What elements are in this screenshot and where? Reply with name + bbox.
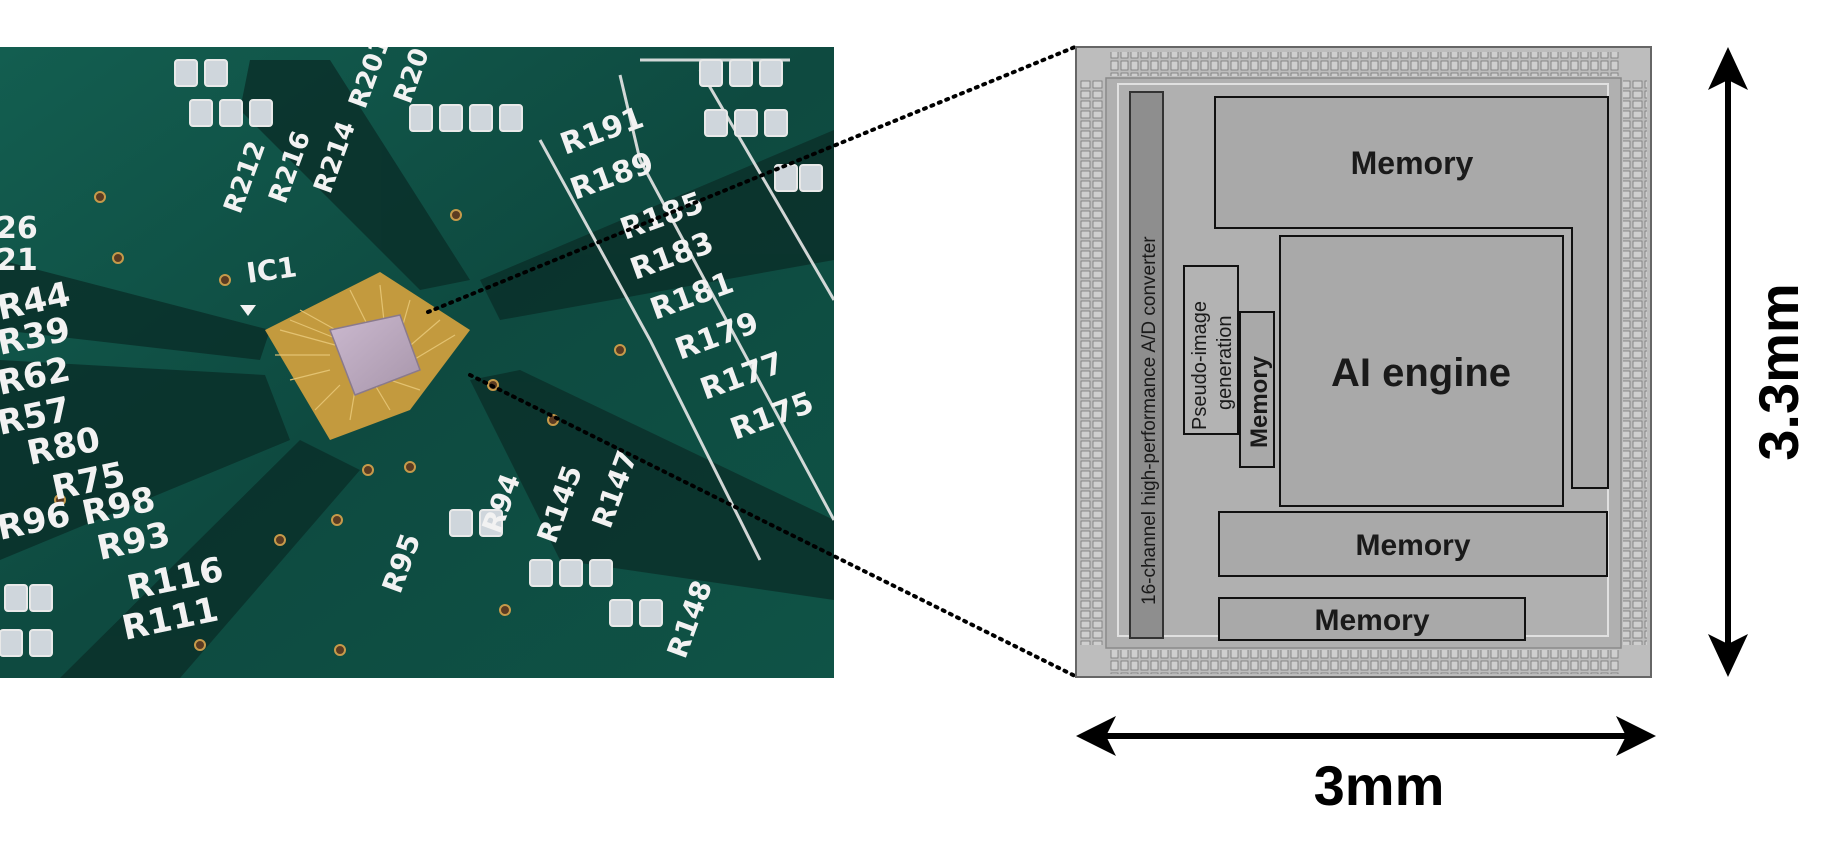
arrowhead-left-icon bbox=[1076, 716, 1116, 756]
ic-package bbox=[265, 272, 470, 440]
pad-ring-bottom bbox=[1110, 650, 1620, 674]
pcb-photo: IC1 R212 R216 R214 R201 R20 R191 R189 R1… bbox=[0, 47, 834, 678]
generation-label: generation bbox=[1214, 315, 1236, 410]
pcb-pads bbox=[0, 59, 823, 657]
pcb-traces bbox=[0, 60, 834, 678]
ai-engine-block bbox=[1279, 235, 1564, 507]
width-label: 3mm bbox=[1314, 754, 1445, 817]
designator-label: 26 bbox=[0, 211, 38, 246]
arrowhead-up-icon bbox=[1708, 47, 1748, 90]
memory-top-label: Memory bbox=[1351, 145, 1474, 181]
pad-ring-right bbox=[1623, 80, 1647, 645]
designator-label: IC1 bbox=[244, 250, 299, 290]
die-layout: 16-channel high-performance A/D converte… bbox=[1075, 46, 1652, 678]
arrowhead-right-icon bbox=[1616, 716, 1656, 756]
height-dimension: 3.3mm bbox=[1708, 47, 1810, 677]
memory-mid-block bbox=[1218, 511, 1608, 577]
memory-small-label: Memory bbox=[1246, 355, 1273, 448]
adc-block bbox=[1129, 91, 1164, 639]
memory-small-block bbox=[1239, 311, 1275, 468]
zoom-lines bbox=[426, 45, 1077, 678]
arrowhead-down-icon bbox=[1708, 634, 1748, 677]
zoom-line-bottom bbox=[468, 373, 1077, 678]
height-label: 3.3mm bbox=[1747, 283, 1810, 460]
pad-ring-top bbox=[1110, 52, 1620, 76]
designator-label: 21 bbox=[0, 243, 38, 278]
ai-engine-label: AI engine bbox=[1331, 351, 1511, 395]
pad-ring-left bbox=[1080, 80, 1104, 645]
silicon-die bbox=[328, 314, 421, 396]
adc-label: 16-channel high-performance A/D converte… bbox=[1139, 236, 1160, 605]
pseudo-image-block bbox=[1183, 265, 1239, 435]
memory-bottom-block bbox=[1218, 597, 1526, 641]
zoom-line-top bbox=[426, 45, 1077, 314]
memory-bottom-label: Memory bbox=[1314, 604, 1429, 637]
memory-top-block bbox=[1214, 96, 1609, 489]
memory-mid-label: Memory bbox=[1355, 529, 1470, 562]
width-dimension: 3mm bbox=[1076, 716, 1656, 817]
pseudo-image-label: Pseudo-image bbox=[1189, 301, 1211, 430]
pin1-marker-icon bbox=[240, 305, 256, 316]
